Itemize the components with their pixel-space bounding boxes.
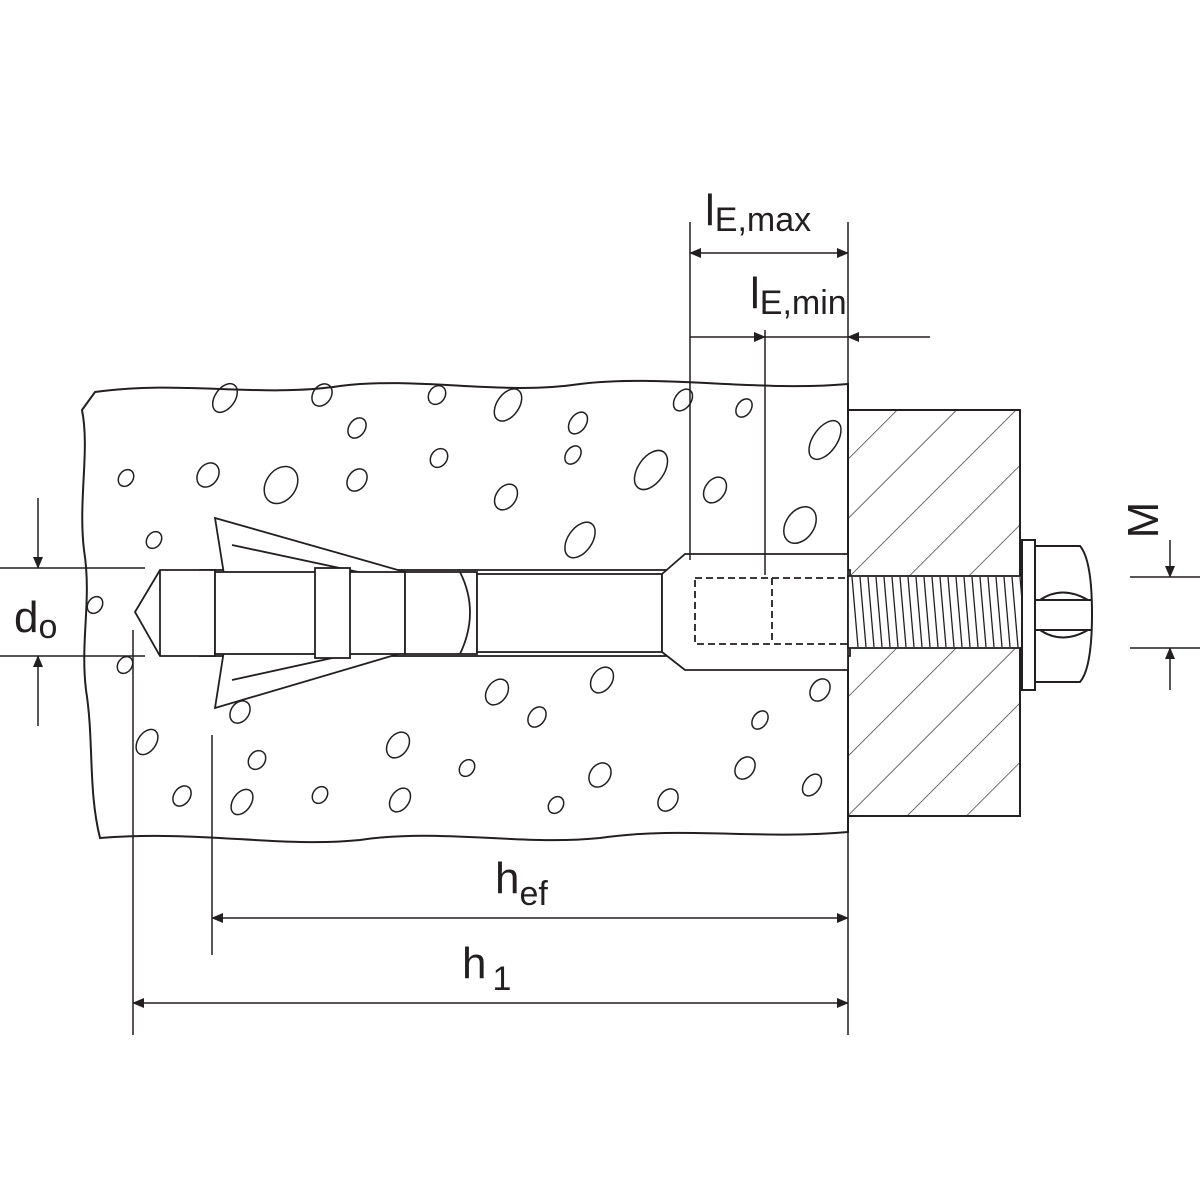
aggregate-pebble <box>458 758 476 778</box>
label-hef: hef <box>495 854 548 913</box>
aggregate-pebble <box>347 417 367 439</box>
aggregate-pebble <box>211 382 239 414</box>
aggregate-pebble <box>135 728 159 756</box>
thread-line <box>859 576 867 648</box>
aggregate-pebble <box>589 666 615 694</box>
aggregate-pebble <box>588 762 612 788</box>
aggregate-pebble <box>809 678 831 702</box>
label-le-max: lE,max <box>705 186 811 239</box>
aggregate-pebble <box>427 384 447 406</box>
aggregate-pebble <box>564 521 596 559</box>
thread-line <box>1011 576 1019 648</box>
thread-line <box>963 576 971 648</box>
aggregate-pebble <box>247 749 267 771</box>
aggregate-pebble <box>702 476 728 504</box>
thread-line <box>923 576 931 648</box>
aggregate-pebble <box>311 383 333 407</box>
aggregate-pebble <box>263 465 299 505</box>
anchor-bolt <box>133 516 1025 710</box>
aggregate-pebble <box>116 655 134 675</box>
aggregate-pebble <box>229 700 251 724</box>
aggregate-pebble <box>735 398 753 418</box>
label-le-min: lE,min <box>750 269 847 322</box>
thread-line <box>867 576 875 648</box>
aggregate-pebble <box>145 530 163 550</box>
thread-lines <box>851 576 1027 648</box>
thread-line <box>979 576 987 648</box>
aggregate-pebble <box>385 731 411 759</box>
aggregate-pebble <box>86 595 104 615</box>
aggregate-pebble <box>311 785 329 805</box>
aggregate-pebble <box>493 388 523 422</box>
aggregate-pebble <box>808 419 842 461</box>
aggregate-pebble <box>564 445 582 465</box>
aggregate-pebble <box>388 787 412 813</box>
dimension-lines <box>0 222 1200 1035</box>
thread-line <box>915 576 923 648</box>
thread-line <box>875 576 883 648</box>
aggregate-pebble <box>172 785 192 807</box>
thread-line <box>931 576 939 648</box>
aggregate-pebble <box>801 773 823 797</box>
thread-line <box>1003 576 1011 648</box>
aggregate-pebble <box>657 788 679 812</box>
label-d0: do <box>14 593 57 646</box>
thread-line <box>851 576 859 648</box>
aggregate-pebble <box>230 788 254 816</box>
thread-line <box>955 576 963 648</box>
thread-line <box>995 576 1003 648</box>
hex-nut <box>1034 545 1094 683</box>
aggregate-pebble <box>783 506 817 544</box>
label-m: M <box>1119 502 1168 539</box>
aggregate-pebble <box>196 462 220 488</box>
washer <box>1021 539 1036 691</box>
thread-line <box>883 576 891 648</box>
aggregate-pebble <box>734 756 756 780</box>
thread-line <box>971 576 979 648</box>
aggregate-pebble <box>751 710 769 730</box>
aggregate-pebble <box>346 468 368 492</box>
aggregate-pebble <box>547 795 565 815</box>
thread-line <box>899 576 907 648</box>
thread-line <box>947 576 955 648</box>
aggregate-pebble <box>117 468 135 488</box>
aggregate-pebble <box>429 447 449 469</box>
aggregate-pebble <box>633 449 669 491</box>
aggregate-pebble <box>484 678 510 706</box>
aggregate-pebble <box>567 411 589 435</box>
aggregate-pebble <box>493 483 519 511</box>
thread-line <box>907 576 915 648</box>
aggregate-pebble <box>527 706 547 728</box>
thread-line <box>891 576 899 648</box>
thread-line <box>939 576 947 648</box>
thread-line <box>987 576 995 648</box>
